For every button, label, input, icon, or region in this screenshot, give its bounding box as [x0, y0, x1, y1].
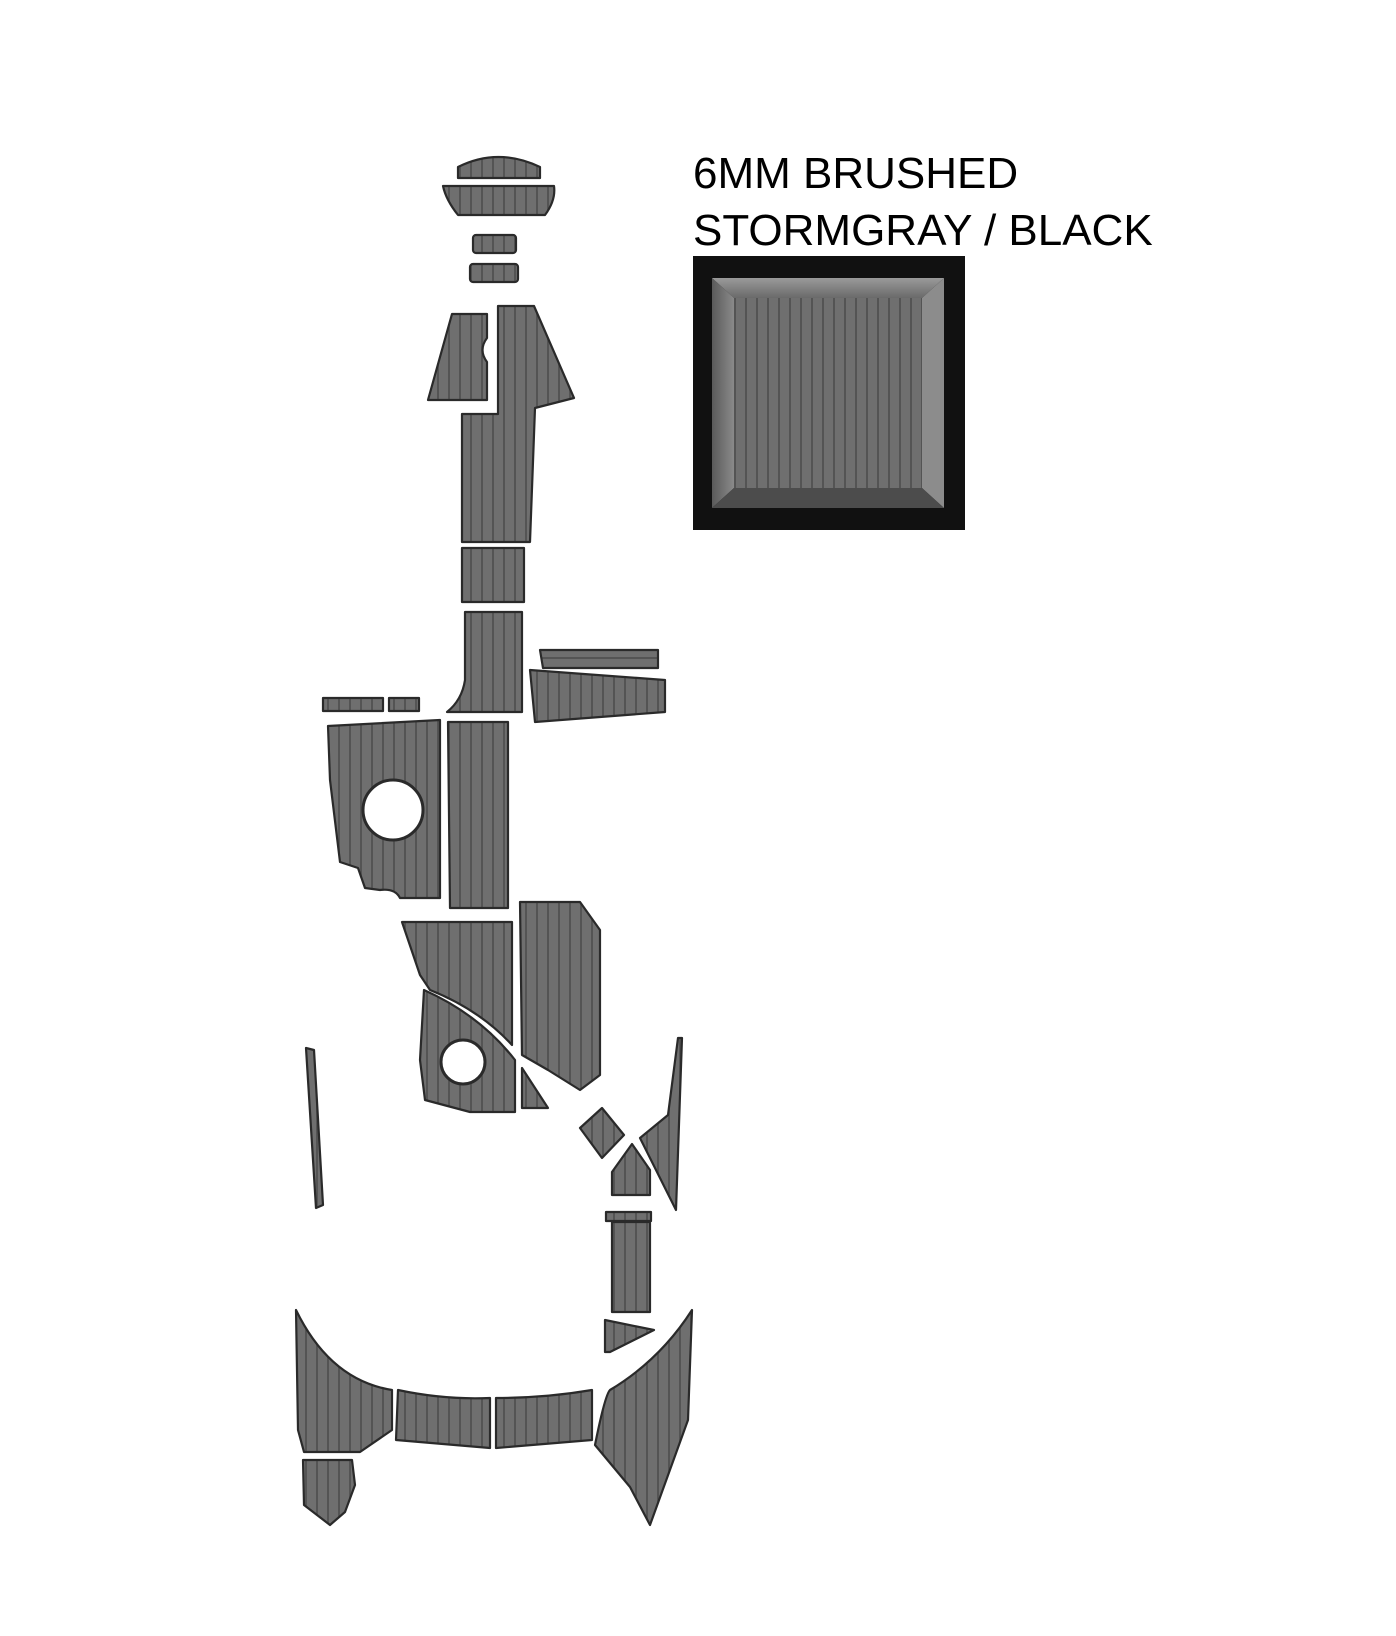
helm-port-pad: [400, 920, 514, 1047]
mid-block-pad: [460, 546, 526, 604]
starboard-rail-pad-a: [538, 648, 660, 670]
bow-small-pad-a: [471, 233, 518, 255]
swim-platform-center-left-pad: [394, 1388, 492, 1450]
swim-platform-port-pad: [294, 1308, 394, 1454]
aft-small-step-pad: [603, 1318, 656, 1354]
swim-platform-center-right-pad: [494, 1388, 594, 1450]
aft-gap-pad: [604, 1210, 653, 1223]
bow-cap-pad: [456, 155, 542, 180]
swim-platform-port-lower-pad: [301, 1458, 357, 1527]
port-thin-rail-pad: [304, 1046, 325, 1210]
cockpit-center-pad: [446, 720, 510, 910]
material-thickness-title: 6MM BRUSHED: [693, 149, 1019, 198]
stormgray-black-color-swatch: [693, 256, 965, 530]
helm-center-pad: [518, 900, 602, 1092]
helm-lower-pad: [418, 988, 517, 1114]
color-combo-title: STORMGRAY / BLACK: [693, 206, 1153, 255]
cockpit-port-pad: [326, 718, 442, 900]
bow-bridge-pad: [441, 184, 556, 217]
bow-small-pad-b: [468, 262, 520, 284]
swim-platform-starboard-pad: [593, 1308, 694, 1527]
starboard-thin-rail-pad: [638, 1036, 684, 1212]
helm-small-wedge-pad: [520, 1066, 550, 1110]
walkway-step-pad: [610, 1142, 652, 1197]
walkway-diamond-pad: [578, 1106, 626, 1160]
starboard-rail-pad-b: [528, 668, 667, 724]
forward-center-strip-pad: [460, 304, 576, 544]
port-small-pad-a: [321, 696, 385, 713]
mid-strip-pad: [445, 610, 524, 714]
port-small-pad-b: [387, 696, 421, 713]
aft-center-strip-pad: [610, 1220, 652, 1314]
forward-left-wedge-pad: [426, 312, 489, 402]
